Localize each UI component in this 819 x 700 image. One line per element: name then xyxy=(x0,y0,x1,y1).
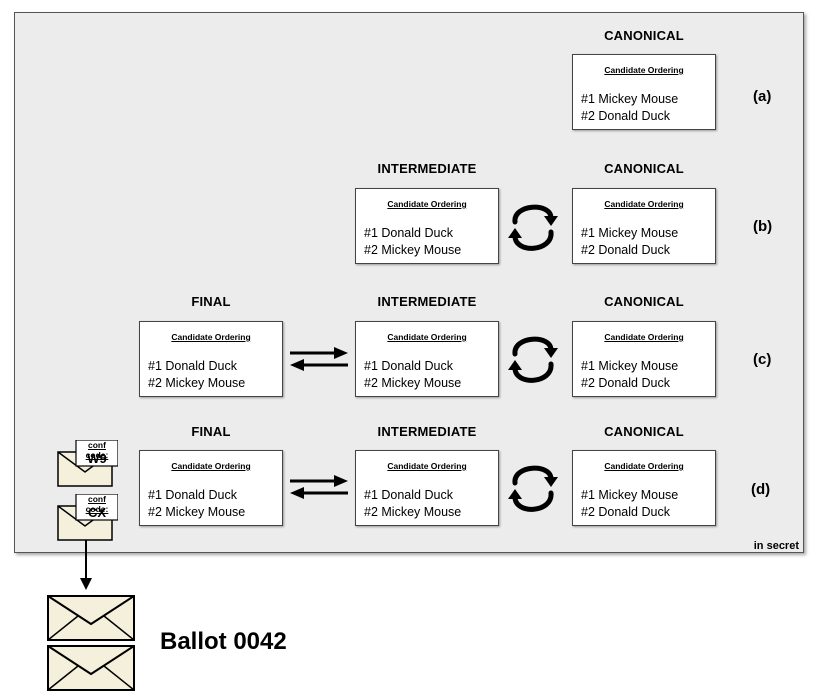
final-box-c: Candidate Ordering #1 Donald Duck #2 Mic… xyxy=(139,321,283,397)
row-label-a: (a) xyxy=(753,88,772,105)
row-label-c: (c) xyxy=(753,351,772,368)
ballot-envelopes-icon xyxy=(47,595,135,691)
header-final-c: FINAL xyxy=(191,294,231,309)
order-line-1: #1 Donald Duck xyxy=(364,359,453,373)
box-title: Candidate Ordering xyxy=(604,332,684,342)
swap-arrows-icon xyxy=(290,347,348,371)
cycle-arrows-icon xyxy=(508,465,558,512)
intermediate-box-d: Candidate Ordering #1 Donald Duck #2 Mic… xyxy=(355,450,499,526)
conf-code-value: CX xyxy=(87,505,107,520)
final-box-d: Candidate Ordering #1 Donald Duck #2 Mic… xyxy=(139,450,283,526)
conf-code-value: W9 xyxy=(87,451,107,466)
box-title: Candidate Ordering xyxy=(604,199,684,209)
envelope-icon xyxy=(57,440,118,487)
canonical-box-d: Candidate Ordering #1 Mickey Mouse #2 Do… xyxy=(572,450,716,526)
canonical-box-a: Candidate Ordering #1 Mickey Mouse #2 Do… xyxy=(572,54,716,130)
header-intermediate-d: INTERMEDIATE xyxy=(377,424,477,439)
box-title: Candidate Ordering xyxy=(171,332,251,342)
envelope-icon xyxy=(57,494,118,541)
order-line-2: #2 Mickey Mouse xyxy=(364,243,462,257)
order-line-1: #1 Mickey Mouse xyxy=(581,359,679,373)
order-line-2: #2 Donald Duck xyxy=(581,109,670,123)
header-canonical-b: CANONICAL xyxy=(604,161,684,176)
order-line-1: #1 Donald Duck xyxy=(148,488,237,502)
order-line-1: #1 Donald Duck xyxy=(364,488,453,502)
header-intermediate-b: INTERMEDIATE xyxy=(377,161,477,176)
order-line-2: #2 Mickey Mouse xyxy=(148,376,246,390)
cycle-arrows-icon xyxy=(508,336,558,383)
order-line-2: #2 Donald Duck xyxy=(581,505,670,519)
down-arrow-icon xyxy=(80,540,92,590)
header-final-d: FINAL xyxy=(191,424,231,439)
box-title: Candidate Ordering xyxy=(387,199,467,209)
conf-code-label: conf code: xyxy=(85,494,109,514)
header-intermediate-c: INTERMEDIATE xyxy=(377,294,477,309)
ballot-label: Ballot 0042 xyxy=(160,628,287,655)
header-canonical-d: CANONICAL xyxy=(604,424,684,439)
order-line-1: #1 Mickey Mouse xyxy=(581,488,679,502)
order-line-2: #2 Donald Duck xyxy=(581,243,670,257)
order-line-1: #1 Mickey Mouse xyxy=(581,226,679,240)
box-title: Candidate Ordering xyxy=(387,332,467,342)
conf-code-label: conf code: xyxy=(85,440,109,460)
order-line-2: #2 Mickey Mouse xyxy=(364,376,462,390)
row-label-d: (d) xyxy=(751,481,771,498)
intermediate-box-b: Candidate Ordering #1 Donald Duck #2 Mic… xyxy=(355,188,499,264)
header-canonical-c: CANONICAL xyxy=(604,294,684,309)
box-title: Candidate Ordering xyxy=(171,461,251,471)
order-line-2: #2 Donald Duck xyxy=(581,376,670,390)
order-line-2: #2 Mickey Mouse xyxy=(148,505,246,519)
box-title: Candidate Ordering xyxy=(604,65,684,75)
header-canonical-a: CANONICAL xyxy=(604,28,684,43)
in-secret-label: in secret xyxy=(753,540,799,552)
row-label-b: (b) xyxy=(753,218,773,235)
box-title: Candidate Ordering xyxy=(387,461,467,471)
order-line-1: #1 Mickey Mouse xyxy=(581,92,679,106)
intermediate-box-c: Candidate Ordering #1 Donald Duck #2 Mic… xyxy=(355,321,499,397)
swap-arrows-icon xyxy=(290,475,348,499)
box-title: Candidate Ordering xyxy=(604,461,684,471)
canonical-box-b: Candidate Ordering #1 Mickey Mouse #2 Do… xyxy=(572,188,716,264)
order-line-1: #1 Donald Duck xyxy=(364,226,453,240)
order-line-1: #1 Donald Duck xyxy=(148,359,237,373)
cycle-arrows-icon xyxy=(508,204,558,251)
canonical-box-c: Candidate Ordering #1 Mickey Mouse #2 Do… xyxy=(572,321,716,397)
order-line-2: #2 Mickey Mouse xyxy=(364,505,462,519)
